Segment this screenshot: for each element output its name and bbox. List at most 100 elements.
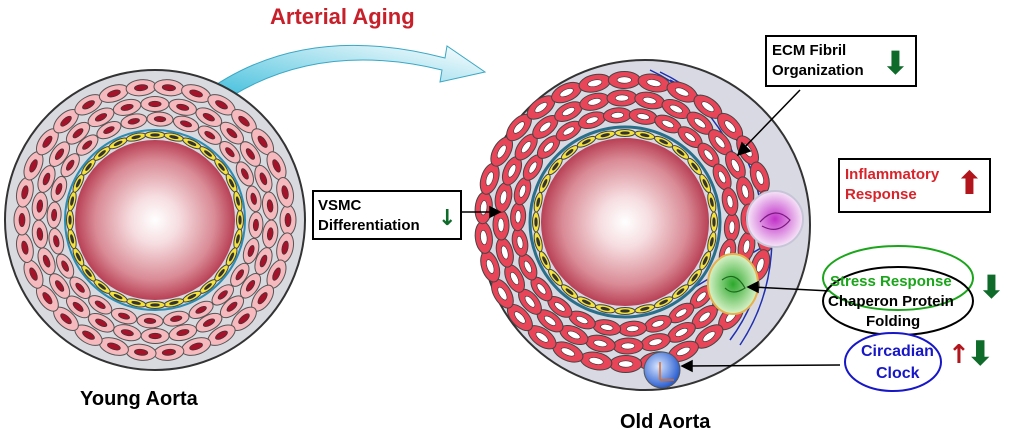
- down-arrow-icon: ⬇: [966, 334, 995, 374]
- old-smooth-muscle-cell: [578, 111, 607, 130]
- stress-response-oval: [822, 245, 974, 311]
- young-smooth-muscle-cell: [136, 313, 164, 329]
- old-smooth-muscle-cell: [474, 221, 493, 254]
- old-endothelial-cell: [548, 157, 563, 176]
- old-smooth-muscle-cell: [585, 334, 616, 353]
- young-smooth-muscle-cell: [69, 276, 91, 300]
- young-smooth-muscle-cell: [98, 84, 129, 103]
- old-smooth-muscle-cell: [495, 237, 514, 268]
- young-smooth-muscle-cell: [140, 328, 170, 344]
- old-endothelial-cell: [532, 211, 540, 233]
- young-endothelial-cell: [163, 132, 185, 142]
- old-smooth-muscle-cell: [749, 161, 770, 194]
- old-endothelial-cell: [614, 129, 636, 137]
- young-smooth-muscle-cell: [235, 161, 254, 187]
- ecm-pointer: [741, 89, 801, 151]
- young-smooth-muscle-cell: [112, 98, 142, 116]
- old-smooth-muscle-cell: [504, 264, 525, 293]
- ecm-label-line1: ECM Fibril: [772, 42, 847, 59]
- old-aorta: [474, 59, 811, 391]
- old-smooth-muscle-cell: [640, 333, 671, 352]
- young-smooth-muscle-cell: [13, 204, 31, 236]
- ecm-label-line2: Organization: [772, 62, 864, 79]
- young-smooth-muscle-cell: [168, 324, 198, 342]
- young-smooth-muscle-cell: [46, 201, 62, 229]
- down-arrow-icon: ↓: [438, 206, 457, 231]
- young-endothelial-cell: [144, 131, 166, 139]
- old-smooth-muscle-cell: [725, 151, 746, 180]
- young-smooth-muscle-cell: [211, 284, 235, 306]
- inflammatory-label-line2: Response: [845, 186, 917, 203]
- young-endothelial-layer: [66, 131, 244, 309]
- young-endothelial-cell: [81, 264, 96, 282]
- inflammatory-response-box: [838, 158, 991, 213]
- young-aorta-label: Young Aorta: [80, 388, 198, 410]
- young-smooth-muscle-cell: [254, 164, 273, 193]
- circadian-label-line2: Clock: [876, 365, 920, 382]
- young-aorta: [4, 69, 306, 371]
- young-smooth-muscle-cell: [146, 111, 174, 127]
- young-smooth-muscle-cell: [153, 79, 185, 97]
- young-smooth-muscle-cell: [248, 211, 264, 239]
- curved-arrow-icon: [199, 44, 487, 109]
- up-arrow-icon: ⬆: [956, 164, 983, 202]
- young-smooth-muscle-cell: [140, 96, 170, 112]
- young-smooth-muscle-layer: [13, 79, 297, 361]
- old-smooth-muscle-cell: [554, 101, 583, 122]
- young-smooth-muscle-cell: [50, 175, 68, 203]
- young-smooth-muscle-cell: [60, 153, 80, 178]
- old-smooth-muscle-cell: [518, 253, 538, 281]
- young-smooth-muscle-cell: [87, 107, 115, 128]
- young-endothelial-cell: [199, 146, 217, 161]
- stress-response-label: Stress Response: [830, 273, 952, 290]
- old-smooth-muscle-cell: [697, 142, 720, 168]
- young-smooth-muscle-cell: [261, 191, 279, 221]
- old-elastic-lamina: [528, 125, 722, 319]
- young-smooth-muscle-cell: [279, 204, 297, 236]
- old-smooth-muscle-cell: [607, 70, 641, 90]
- up-arrow-icon: ↑: [948, 340, 970, 370]
- young-endothelial-cell: [236, 209, 244, 231]
- circadian-pointer: [685, 364, 841, 367]
- young-endothelial-cell: [199, 279, 217, 294]
- young-smooth-muscle-cell: [23, 151, 44, 181]
- old-smooth-muscle-cell: [501, 156, 523, 186]
- young-endothelial-cell: [163, 298, 185, 308]
- clock-cell-icon: [643, 351, 681, 389]
- old-aorta-label: Old Aorta: [620, 411, 711, 433]
- old-smooth-muscle-cell: [666, 81, 698, 103]
- young-smooth-muscle-cell: [75, 134, 99, 156]
- young-endothelial-cell: [225, 173, 238, 193]
- young-smooth-muscle-cell: [181, 84, 212, 103]
- young-smooth-muscle-cell: [181, 337, 212, 356]
- old-endothelial-cell: [634, 130, 656, 140]
- young-smooth-muscle-cell: [96, 121, 122, 140]
- young-smooth-muscle-cell: [195, 107, 223, 127]
- old-smooth-muscle-cell: [579, 351, 613, 371]
- old-smooth-muscle-cell: [606, 89, 638, 107]
- old-endothelial-cell: [687, 268, 702, 287]
- old-smooth-muscle-cell: [592, 319, 622, 336]
- young-smooth-muscle-cell: [251, 284, 275, 312]
- figure-title: Arterial Aging: [270, 4, 415, 29]
- young-smooth-muscle-cell: [231, 306, 257, 331]
- inflammation-cell-icon: [746, 190, 804, 248]
- young-smooth-muscle-cell: [242, 237, 260, 265]
- young-endothelial-cell: [233, 190, 243, 212]
- young-smooth-muscle-cell: [219, 140, 241, 164]
- young-smooth-muscle-cell: [276, 177, 295, 208]
- young-smooth-muscle-cell: [219, 121, 245, 145]
- old-smooth-muscle-cell: [712, 163, 732, 191]
- old-endothelial-cell: [707, 191, 717, 213]
- young-endothelial-cell: [93, 279, 111, 294]
- young-endothelial-cell: [233, 228, 243, 250]
- young-smooth-muscle-cell: [197, 125, 222, 145]
- young-smooth-muscle-cell: [195, 312, 223, 333]
- young-smooth-muscle-cell: [120, 113, 148, 130]
- old-smooth-muscle-cell: [602, 107, 632, 124]
- old-smooth-muscle-cell: [721, 187, 739, 216]
- young-smooth-muscle-cell: [266, 259, 287, 289]
- old-smooth-muscle-cell: [609, 354, 643, 374]
- chaperon-label-line1: Chaperon Protein: [828, 293, 954, 310]
